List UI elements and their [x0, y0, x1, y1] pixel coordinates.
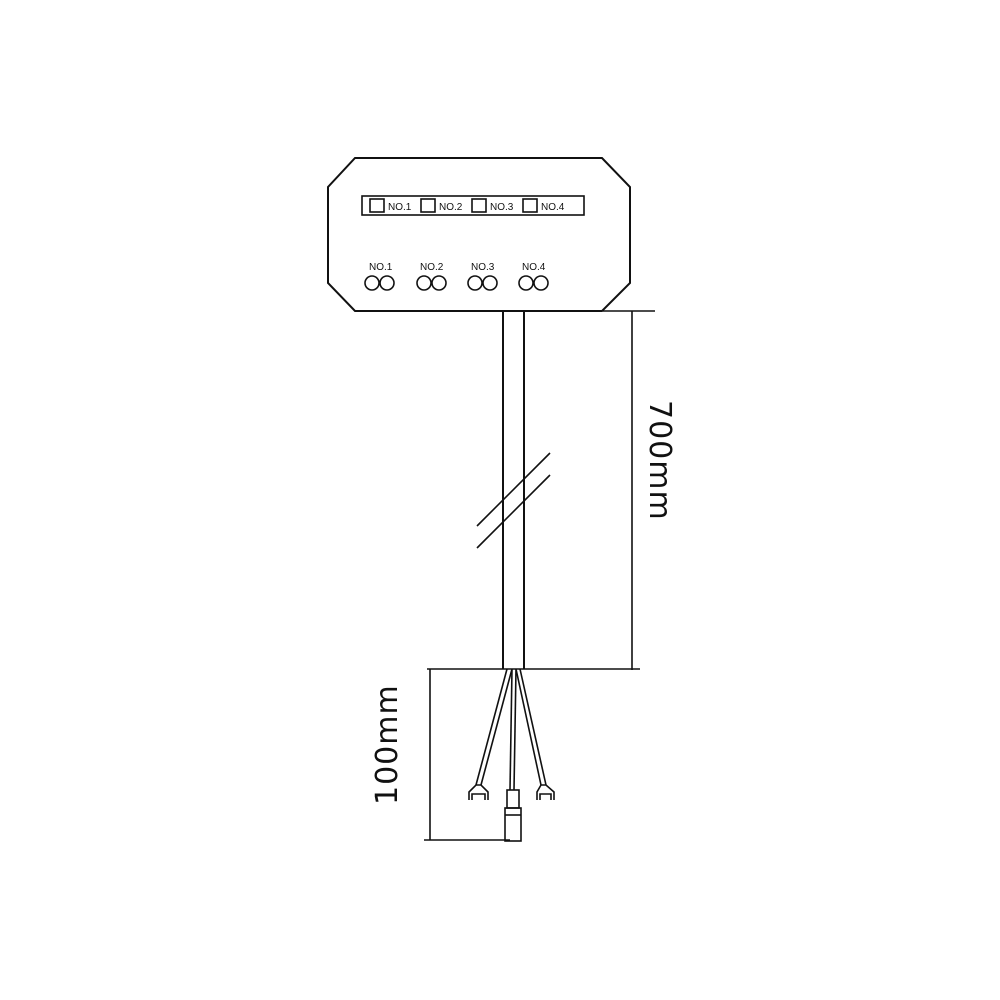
- dip-switch-2[interactable]: NO.2: [420, 198, 463, 213]
- terminal-3-left-circle: [467, 275, 483, 291]
- center-connector: [506, 789, 520, 809]
- terminal-3: NO.3: [467, 262, 498, 291]
- dimension-100-label: 100mm: [370, 684, 405, 805]
- wire-lead-center: [504, 668, 522, 842]
- terminal-4-right-circle: [533, 275, 549, 291]
- wire-lead-right: [515, 668, 555, 800]
- controller-housing: [327, 157, 631, 312]
- terminal-4-left-circle: [518, 275, 534, 291]
- terminal-1-right-circle: [379, 275, 395, 291]
- cable-break-marks: [476, 452, 551, 549]
- dip-switch-4[interactable]: NO.4: [522, 198, 565, 213]
- terminal-2-left-circle: [416, 275, 432, 291]
- terminal-2-right-circle: [431, 275, 447, 291]
- dimension-700-label: 700mm: [642, 400, 677, 521]
- center-connector-tip: [504, 807, 522, 842]
- terminal-4-label: NO.4: [522, 262, 546, 273]
- terminal-4: NO.4: [518, 262, 549, 291]
- terminal-2: NO.2: [416, 262, 447, 291]
- terminal-2-label: NO.2: [420, 262, 444, 273]
- dip-switch-2-label: NO.2: [439, 202, 463, 213]
- dip-switch-3-label: NO.3: [490, 202, 514, 213]
- dip-switch-4-toggle[interactable]: [522, 198, 538, 213]
- terminal-3-right-circle: [482, 275, 498, 291]
- dip-switch-1[interactable]: NO.1: [369, 198, 412, 213]
- dimension-700: 700mm: [427, 310, 677, 670]
- terminal-1-label: NO.1: [369, 262, 393, 273]
- dip-switch-strip: [361, 195, 585, 216]
- terminal-1: NO.1: [364, 262, 395, 291]
- dip-switch-3[interactable]: NO.3: [471, 198, 514, 213]
- dip-switch-4-label: NO.4: [541, 202, 565, 213]
- dip-switch-1-label: NO.1: [388, 202, 412, 213]
- main-cable: [502, 311, 525, 669]
- dip-switch-3-toggle[interactable]: [471, 198, 487, 213]
- dip-switch-2-toggle[interactable]: [420, 198, 436, 213]
- wire-lead-left: [468, 668, 513, 800]
- terminal-1-left-circle: [364, 275, 380, 291]
- dimension-100: 100mm: [370, 669, 510, 841]
- terminal-3-label: NO.3: [471, 262, 495, 273]
- dip-switch-1-toggle[interactable]: [369, 198, 385, 213]
